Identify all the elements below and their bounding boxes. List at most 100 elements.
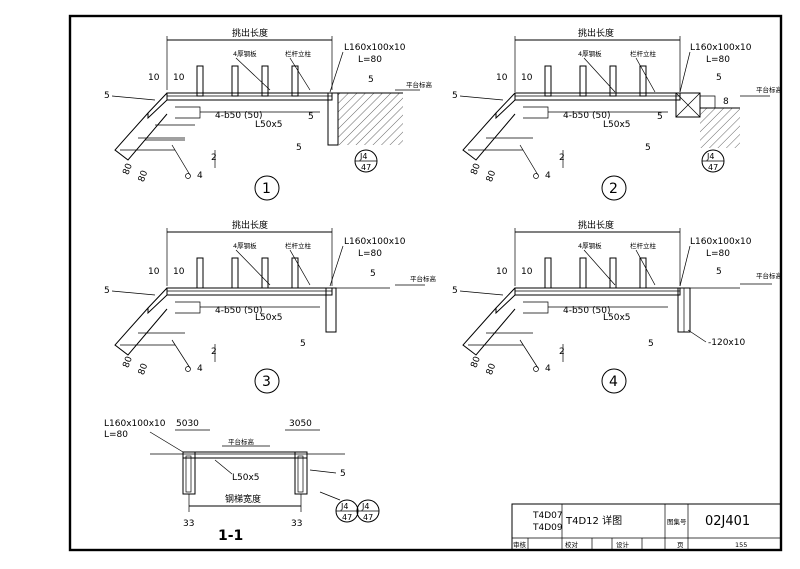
ref-sub: J4 [706, 152, 714, 161]
section-angle: L160x100x10 [104, 419, 166, 429]
dim-10a: 10 [148, 267, 160, 277]
weld-5-low: 5 [300, 339, 306, 349]
section-1-1: L160x100x10 L=80 5030 3050 平台标高 L50x5 5 … [104, 419, 380, 544]
overhang-label: 挑出长度 [232, 27, 268, 39]
section-ref2-sub: J4 [361, 502, 369, 511]
detail-number-circle [601, 175, 627, 201]
section-ref2-page: 47 [363, 513, 373, 522]
dim-80a: 80 [122, 162, 135, 176]
title-codes-line2: T4D09 [532, 523, 563, 533]
weld-5-left: 5 [452, 91, 458, 101]
atlas-number: 02J401 [705, 514, 750, 529]
weld-4: 4 [197, 171, 203, 181]
section-ref1-page: 47 [342, 513, 352, 522]
detail-4: 挑出长度 4厚钢板 栏杆立柱 L160x100x10 L=80 4-b50 (5… [452, 219, 783, 394]
section-platform-label: 平台标高 [228, 437, 255, 446]
steel-angle: L160x100x10 [344, 43, 406, 53]
dim-80b: 80 [137, 169, 150, 183]
section-dim-33a: 33 [183, 519, 194, 529]
flat-bar-label: 4-b50 (50) [215, 111, 262, 121]
weld-5-left: 5 [104, 91, 110, 101]
platform-label: 平台标高 [756, 271, 783, 280]
weld-5-right: 5 [370, 269, 376, 279]
drawing-title: T4D12 详图 [565, 514, 622, 527]
sheet-border [68, 14, 783, 552]
overhang-label: 挑出长度 [578, 219, 614, 231]
weld-2: 2 [211, 347, 217, 357]
weld-5-right: 5 [716, 73, 722, 83]
platform-label: 平台标高 [756, 85, 783, 94]
dim-80b: 80 [485, 362, 498, 376]
section-beam-label: L50x5 [232, 473, 260, 483]
beam-label: L50x5 [603, 313, 631, 323]
dim-80a: 80 [470, 162, 483, 176]
row-check: 校对 [565, 540, 579, 549]
flat-bar-label: 4-b50 (50) [215, 306, 262, 316]
flat-bar-label: 4-b50 (50) [563, 111, 610, 121]
weld-2: 2 [211, 153, 217, 163]
angle-length: L=80 [706, 249, 730, 259]
detail-number: 4 [609, 374, 618, 390]
angle-length: L=80 [358, 249, 382, 259]
rail-note-2: 栏杆立柱 [630, 49, 657, 58]
dim-80b: 80 [137, 362, 150, 376]
dim-10b: 10 [521, 73, 533, 83]
rail-note-1: 4厚钢板 [233, 49, 257, 58]
dim-10b: 10 [521, 267, 533, 277]
ref-sub: J4 [359, 152, 367, 161]
dim-80a: 80 [122, 355, 135, 369]
section-dim-right: 3050 [289, 419, 312, 429]
beam-label: L50x5 [255, 120, 283, 130]
atlas-label: 图集号 [667, 517, 687, 526]
ref-page: 47 [361, 163, 371, 172]
weld-5-left: 5 [452, 286, 458, 296]
rail-note-2: 栏杆立柱 [630, 241, 657, 250]
overhang-label: 挑出长度 [232, 219, 268, 231]
dim-80a: 80 [470, 355, 483, 369]
detail-number: 3 [262, 374, 271, 390]
plate-label: -120x10 [708, 338, 745, 348]
beam-label: L50x5 [603, 120, 631, 130]
platform-label: 平台标高 [410, 274, 437, 283]
weld-5-left: 5 [104, 286, 110, 296]
section-angle-length: L=80 [104, 430, 128, 440]
dim-10a: 10 [496, 267, 508, 277]
rail-note-2: 栏杆立柱 [285, 241, 312, 250]
dim-10a: 10 [496, 73, 508, 83]
section-weld: 5 [340, 469, 346, 479]
weld-4: 4 [545, 171, 551, 181]
dim-10b: 10 [173, 73, 185, 83]
weld-2: 2 [559, 347, 565, 357]
weld-4: 4 [197, 364, 203, 374]
section-width-label: 钢梯宽度 [225, 493, 261, 505]
detail-1: 挑出长度 4厚钢板 栏杆立柱 L160x100x10 L=80 [104, 27, 433, 201]
detail-number-circle [601, 368, 627, 394]
dim-10a: 10 [148, 73, 160, 83]
row-audit: 审核 [513, 540, 527, 549]
weld-5-right: 5 [368, 75, 374, 85]
overhang-label: 挑出长度 [578, 27, 614, 39]
title-codes-line1: T4D07 [532, 511, 563, 521]
page-number: 155 [735, 541, 747, 549]
platform-label: 平台标高 [406, 80, 433, 89]
detail-3: 挑出长度 4厚钢板 栏杆立柱 L160x100x10 L=80 4-b50 (5… [104, 219, 437, 394]
angle-length: L=80 [358, 55, 382, 65]
dim-8: 8 [723, 97, 729, 107]
detail-number: 2 [609, 181, 618, 197]
section-title: 1-1 [218, 528, 243, 544]
section-ref1-sub: J4 [340, 502, 348, 511]
title-block: T4D07 T4D09 T4D12 详图 图集号 02J401 审核 校对 设计… [511, 503, 782, 551]
detail-number-circle [254, 175, 280, 201]
weld-5-mid: 5 [308, 112, 314, 122]
weld-5-low: 5 [648, 339, 654, 349]
dim-10b: 10 [173, 267, 185, 277]
steel-angle: L160x100x10 [690, 237, 752, 247]
weld-5-mid: 5 [657, 112, 663, 122]
detail-number: 1 [262, 181, 271, 197]
row-page: 页 [677, 541, 684, 549]
section-dim-left: 5030 [176, 419, 199, 429]
dim-80b: 80 [485, 169, 498, 183]
weld-5-low: 5 [296, 143, 302, 153]
flat-bar-label: 4-b50 (50) [563, 306, 610, 316]
